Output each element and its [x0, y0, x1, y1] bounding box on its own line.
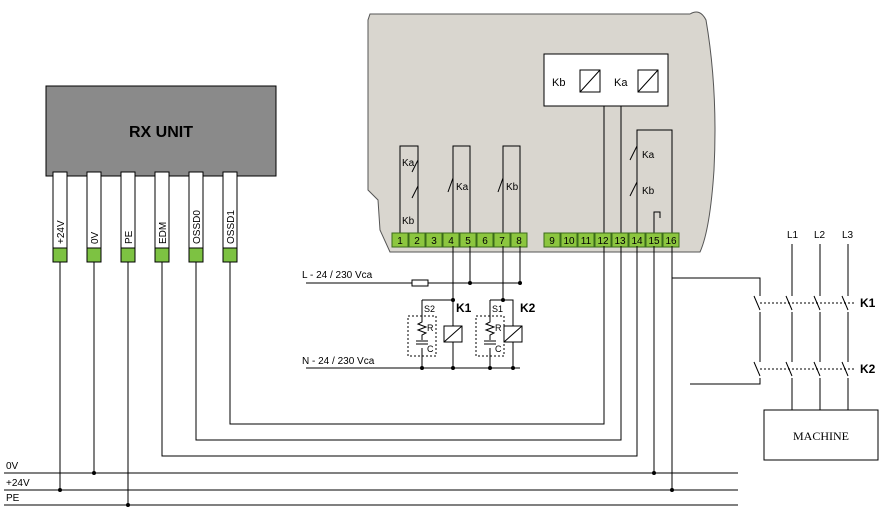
suppressor-s2-c: C: [427, 344, 434, 354]
contact-kb-label-mid: Kb: [506, 182, 519, 193]
contact-kb-label-left: Kb: [402, 216, 415, 227]
bus-24v-label: +24V: [6, 478, 30, 489]
contact-kb-label-right: Kb: [642, 186, 655, 197]
rx-pin-terminal-5: [188, 247, 204, 263]
terminal-9: [543, 232, 561, 248]
rx-pin-label-5: OSSD0: [192, 210, 203, 244]
rx-unit-title: RX UNIT: [129, 124, 193, 141]
rx-pin-label-2: 0V: [90, 231, 101, 244]
terminal-3: [425, 232, 443, 248]
contactor-k2-label: K2: [860, 362, 876, 376]
coil-k1-label: K1: [456, 301, 472, 315]
contactor-k1-label: K1: [860, 296, 876, 310]
terminal-label-5: 5: [465, 236, 471, 247]
junction-dots: [58, 281, 674, 507]
terminal-7: [493, 232, 511, 248]
rx-pin-terminal-3: [120, 247, 136, 263]
machine-box: [763, 409, 879, 461]
phase-l1-label: L1: [787, 230, 799, 241]
rx-pin-terminal-6: [222, 247, 238, 263]
rx-pin-label-6: OSSD1: [226, 210, 237, 244]
terminal-label-14: 14: [631, 236, 643, 247]
bus-0v-label: 0V: [6, 461, 19, 472]
terminal-1: [391, 232, 409, 248]
terminal-13: [611, 232, 629, 248]
terminal-8: [510, 232, 528, 248]
suppressor-s1-c: C: [495, 344, 502, 354]
suppressor-s2-r: R: [427, 323, 434, 333]
rx-unit-box: [45, 85, 277, 177]
terminal-label-9: 9: [549, 236, 555, 247]
suppressor-s2-label: S2: [424, 304, 435, 314]
rx-unit-pins: +24V 0V PE EDM OSSD0 OSSD1: [52, 171, 238, 263]
terminal-label-1: 1: [397, 236, 403, 247]
supply-line-label: L - 24 / 230 Vca: [302, 270, 373, 281]
terminal-2: [408, 232, 426, 248]
rx-pin-label-3: PE: [124, 230, 135, 244]
three-phase-section: L1 L2 L3 K1 K2 MACHINE: [672, 230, 879, 461]
terminal-label-16: 16: [665, 236, 677, 247]
rx-pin-label-1: +24V: [56, 220, 67, 244]
terminal-label-7: 7: [499, 236, 505, 247]
terminal-label-4: 4: [448, 236, 454, 247]
terminal-11: [577, 232, 595, 248]
contact-ka-label-right: Ka: [642, 150, 655, 161]
rx-pin-terminal-1: [52, 247, 68, 263]
phase-l2-label: L2: [814, 230, 826, 241]
terminal-label-2: 2: [414, 236, 420, 247]
terminal-label-15: 15: [648, 236, 660, 247]
bus-pe-label: PE: [6, 493, 20, 504]
supply-neutral-label: N - 24 / 230 Vca: [302, 356, 375, 367]
terminal-5: [459, 232, 477, 248]
terminal-6: [476, 232, 494, 248]
terminal-16: [662, 232, 680, 248]
rx-pin-label-4: EDM: [158, 222, 169, 244]
relay-coil-kb-label: Kb: [552, 77, 565, 89]
contact-ka-label-left: Ka: [402, 158, 415, 169]
relay-coil-ka-label: Ka: [614, 77, 628, 89]
phase-l3-label: L3: [842, 230, 854, 241]
terminal-label-12: 12: [597, 236, 609, 247]
safety-module-housing: [367, 11, 716, 253]
terminal-label-3: 3: [431, 236, 437, 247]
suppressor-s1-label: S1: [492, 304, 503, 314]
terminal-label-8: 8: [516, 236, 522, 247]
contact-ka-label-mid: Ka: [456, 182, 469, 193]
terminal-label-6: 6: [482, 236, 488, 247]
suppressor-s1-r: R: [495, 323, 502, 333]
fuse: [411, 279, 429, 287]
terminal-label-13: 13: [614, 236, 626, 247]
terminal-label-11: 11: [581, 236, 592, 247]
machine-label: MACHINE: [793, 429, 849, 443]
terminal-4: [442, 232, 460, 248]
module-internal-contacts: Ka Kb Ka Kb Ka Kb: [399, 106, 673, 236]
rx-pin-terminal-4: [154, 247, 170, 263]
coil-k2-label: K2: [520, 301, 536, 315]
terminal-10: [560, 232, 578, 248]
terminal-12: [594, 232, 612, 248]
terminal-label-10: 10: [563, 236, 575, 247]
rx-pin-terminal-2: [86, 247, 102, 263]
